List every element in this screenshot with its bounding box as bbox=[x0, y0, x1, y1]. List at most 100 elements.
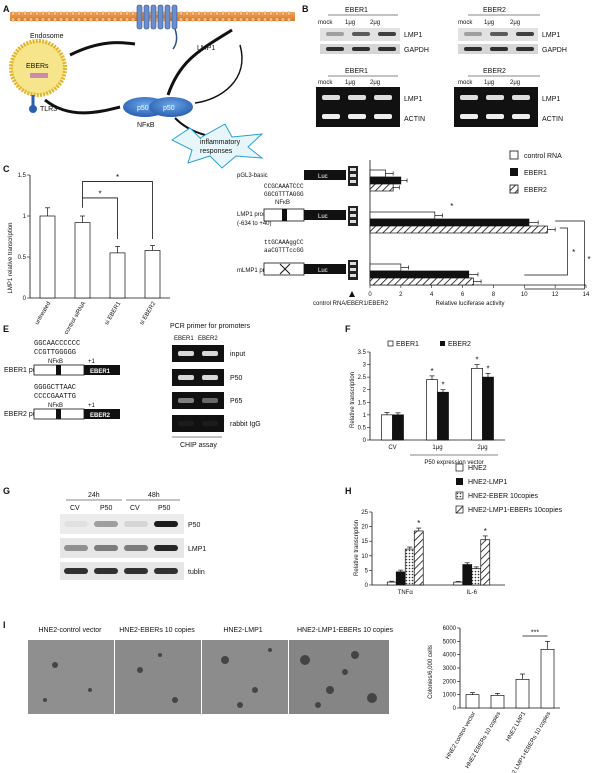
g-band-p50 bbox=[124, 521, 148, 527]
c-sig-bracket bbox=[82, 197, 118, 239]
tlr3-label: TLR3 bbox=[40, 106, 57, 113]
f-xtick-label: CV bbox=[388, 445, 396, 451]
b-gel-band-lmp1 bbox=[348, 95, 366, 100]
f-ytick-label: 3 bbox=[363, 363, 367, 369]
f-legend-eber2: EBER2 bbox=[448, 341, 471, 348]
g-band-tublin bbox=[64, 568, 88, 574]
membrane-dot bbox=[131, 17, 135, 22]
membrane-dot bbox=[89, 17, 93, 22]
g-band-tublin bbox=[94, 568, 118, 574]
d-seq-wt-1: CCGCAAATCCC bbox=[264, 183, 304, 190]
membrane-dot bbox=[95, 17, 99, 22]
b-band-lmp1 bbox=[326, 32, 344, 36]
b-rt-lane-1ug-1: 1μg bbox=[345, 80, 355, 86]
membrane-dot bbox=[251, 17, 255, 22]
g-band-lmp1 bbox=[64, 545, 88, 551]
d-gel-band bbox=[350, 214, 356, 217]
e-seq1-2: CCGTTGGGGG bbox=[34, 349, 76, 357]
e-eber1-promoter-label: EBER1 promoter bbox=[4, 367, 58, 374]
panel-letter-c: C bbox=[3, 164, 10, 174]
f-sig-star: * bbox=[486, 364, 489, 373]
d-seq-mut-1: ttGCAAAggCC bbox=[264, 239, 304, 246]
f-ytick-label: 1 bbox=[363, 413, 367, 419]
responses-label: responses bbox=[200, 148, 233, 155]
b-gel-band-actin bbox=[512, 114, 530, 119]
f-bar bbox=[482, 376, 494, 441]
b-gel-band-lmp1 bbox=[374, 95, 392, 100]
e-gel-band bbox=[178, 351, 194, 356]
b-rt-label-lmp1-1: LMP1 bbox=[404, 96, 422, 103]
e-seq2-1: GGGGCTTAAC bbox=[34, 384, 76, 392]
membrane-dot bbox=[113, 11, 117, 16]
membrane-dot bbox=[47, 17, 51, 22]
b-label-gapdh-1: GAPDH bbox=[404, 47, 429, 54]
h-bar bbox=[480, 539, 491, 586]
f-bar bbox=[392, 414, 404, 441]
d-gel-band bbox=[350, 268, 356, 271]
f-sig-star: * bbox=[475, 356, 478, 365]
d-luc-text-3: Luc bbox=[318, 268, 328, 274]
membrane-dot bbox=[215, 17, 219, 22]
i-colony bbox=[252, 687, 258, 693]
membrane-dot bbox=[209, 17, 213, 22]
b-gel-band-lmp1 bbox=[460, 95, 478, 100]
membrane-dot bbox=[269, 11, 273, 16]
f-legend-eber1: EBER1 bbox=[396, 341, 419, 348]
f-ytick-label: 2.5 bbox=[358, 375, 367, 381]
i-colony bbox=[221, 656, 229, 664]
membrane-dot bbox=[239, 11, 243, 16]
d-legend-eber2: EBER2 bbox=[524, 187, 547, 194]
d-legend-swatch-control bbox=[509, 150, 519, 160]
pathway-arrows bbox=[44, 28, 243, 136]
h-legend-3: HNE2-LMP1-EBERs 10copies bbox=[468, 507, 563, 514]
i-colony bbox=[43, 698, 47, 702]
f-ytick-label: 2 bbox=[363, 388, 367, 394]
d-sig-star: * bbox=[588, 255, 591, 264]
membrane-dot bbox=[41, 11, 45, 16]
i-ytick-label: 6000 bbox=[443, 626, 457, 632]
b-lane-2ug-1: 2μg bbox=[370, 20, 380, 26]
i-ytick-label: 5000 bbox=[443, 639, 457, 645]
membrane-dot bbox=[197, 11, 201, 16]
d-sig-star: * bbox=[572, 248, 575, 257]
membrane-dot bbox=[257, 11, 261, 16]
b-lane-1ug-1: 1μg bbox=[345, 20, 355, 26]
d-xtick-label: 14 bbox=[583, 292, 590, 298]
f-ytick-label: 0 bbox=[363, 438, 367, 444]
membrane-dot bbox=[23, 17, 27, 22]
membrane-dot bbox=[11, 11, 15, 16]
panel-g-blot: 24h 48h CV P50 CV P50 P50 LMP1 tublin bbox=[60, 492, 206, 580]
g-band-p50 bbox=[94, 521, 118, 527]
b-rt-lane-2ug-2: 2μg bbox=[510, 80, 520, 86]
c-sig-bracket bbox=[82, 181, 153, 239]
c-bar bbox=[39, 215, 56, 299]
d-legend-swatch-eber1 bbox=[510, 168, 518, 176]
b-gel-band-actin bbox=[486, 114, 504, 119]
e-gel-band bbox=[202, 351, 218, 356]
c-xtick-label: control siRNA bbox=[64, 301, 88, 336]
endosome-icon bbox=[9, 39, 67, 97]
h-bar bbox=[462, 564, 473, 586]
membrane-dot bbox=[221, 11, 225, 16]
g-label-p50: P50 bbox=[188, 522, 201, 529]
i-colony bbox=[367, 693, 377, 703]
panel-letter-b: B bbox=[302, 4, 309, 14]
d-xtick-label: 10 bbox=[521, 292, 528, 298]
h-ytick-label: 15 bbox=[361, 539, 368, 545]
membrane-dot bbox=[119, 17, 123, 22]
h-bar bbox=[471, 568, 482, 586]
membrane-dot bbox=[77, 17, 81, 22]
i-colony bbox=[172, 697, 178, 703]
h-legend-2: HNE2-EBER 10copies bbox=[468, 493, 539, 500]
h-sig-star: * bbox=[484, 527, 487, 536]
i-ytick-label: 2000 bbox=[443, 679, 457, 685]
g-band-tublin bbox=[124, 568, 148, 574]
b-band-gapdh bbox=[378, 47, 396, 51]
g-band-p50 bbox=[64, 521, 88, 527]
b-rt-label-actin-2: ACTIN bbox=[542, 116, 563, 123]
e-pcr-title: PCR primer for promoters bbox=[170, 323, 251, 330]
c-ytick-label: 1.5 bbox=[18, 173, 27, 179]
membrane-dot bbox=[245, 11, 249, 16]
i-colony bbox=[342, 669, 348, 675]
